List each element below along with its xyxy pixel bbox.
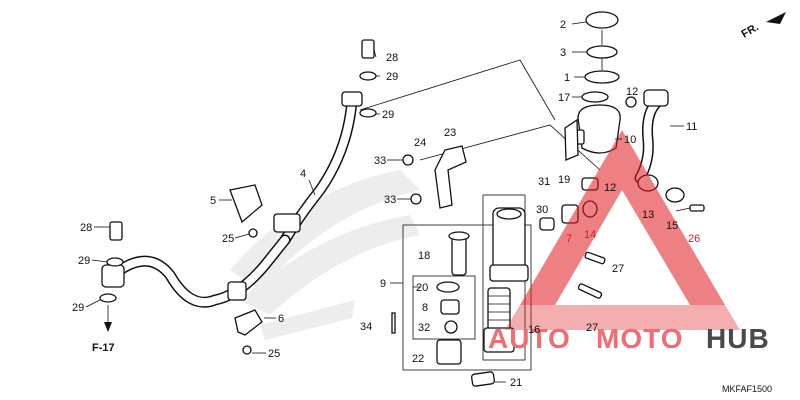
part-label-25a: 25 [222,233,234,245]
part-label-7: 7 [566,233,572,245]
watermark-text: AUTO MOTO HUB [488,323,770,354]
part-label-21: 21 [510,377,522,389]
part-label-33a: 33 [374,155,386,167]
part-label-12b: 12 [604,182,616,194]
part-label-28b: 28 [80,222,92,234]
watermark-part2: MOTO [596,323,683,354]
part-label-3: 3 [560,47,566,59]
part-label-30: 30 [536,204,548,216]
push-rod [436,231,495,387]
part-label-9: 9 [380,278,386,290]
reference-f17: F-17 [92,305,115,354]
piston-spring [483,287,515,353]
part-label-29a: 29 [386,71,398,83]
part-label-29d: 29 [72,302,84,314]
part-label-26: 26 [688,233,700,245]
fasteners [99,39,705,355]
front-direction-arrow: FR. [740,12,786,41]
part-label-24: 24 [414,137,426,149]
reservoir [564,11,637,161]
part-label-22: 22 [412,353,424,365]
label-leaders [85,21,691,383]
reference-label: F-17 [92,342,115,354]
part-label-8: 8 [422,302,428,314]
part-label-25b: 25 [268,348,280,360]
part-label-23: 23 [444,127,456,139]
part-label-11: 11 [686,121,697,133]
watermark-part1: AUTO [488,323,571,354]
honda-wing-background [230,170,420,340]
part-label-32: 32 [418,322,430,334]
part-label-13: 13 [642,209,654,221]
part-labels: 2 3 1 17 12 11 10 28 29 29 23 24 33 33 4… [72,19,700,389]
part-label-16: 16 [528,324,540,336]
part-label-12a: 12 [626,86,638,98]
part-label-20: 20 [416,282,428,294]
watermark-triangle [505,130,740,330]
master-cylinder [489,207,529,282]
part-label-5: 5 [210,195,216,207]
part-label-29b: 29 [382,109,394,121]
part-label-4: 4 [300,168,306,180]
part-label-2: 2 [560,19,566,31]
part-label-6: 6 [278,313,284,325]
part-label-1: 1 [564,72,570,84]
direction-label: FR. [740,21,761,40]
part-label-34: 34 [360,321,372,333]
part-label-27b: 27 [586,322,598,334]
part-label-17: 17 [558,92,570,104]
part-label-10: 10 [624,134,636,146]
diagram-code: MKFAF1500 [722,384,772,394]
brackets [229,145,467,336]
part-label-28a: 28 [386,52,398,64]
reservoir-hose [634,94,666,184]
part-label-19: 19 [558,174,570,186]
part-label-29c: 29 [78,255,90,267]
watermark-part3: HUB [706,323,770,354]
part-label-31: 31 [538,176,550,188]
part-label-33b: 33 [384,194,396,206]
part-label-27a: 27 [612,263,624,275]
part-label-18: 18 [418,250,430,262]
part-label-15: 15 [666,220,678,232]
part-label-14: 14 [584,229,596,241]
